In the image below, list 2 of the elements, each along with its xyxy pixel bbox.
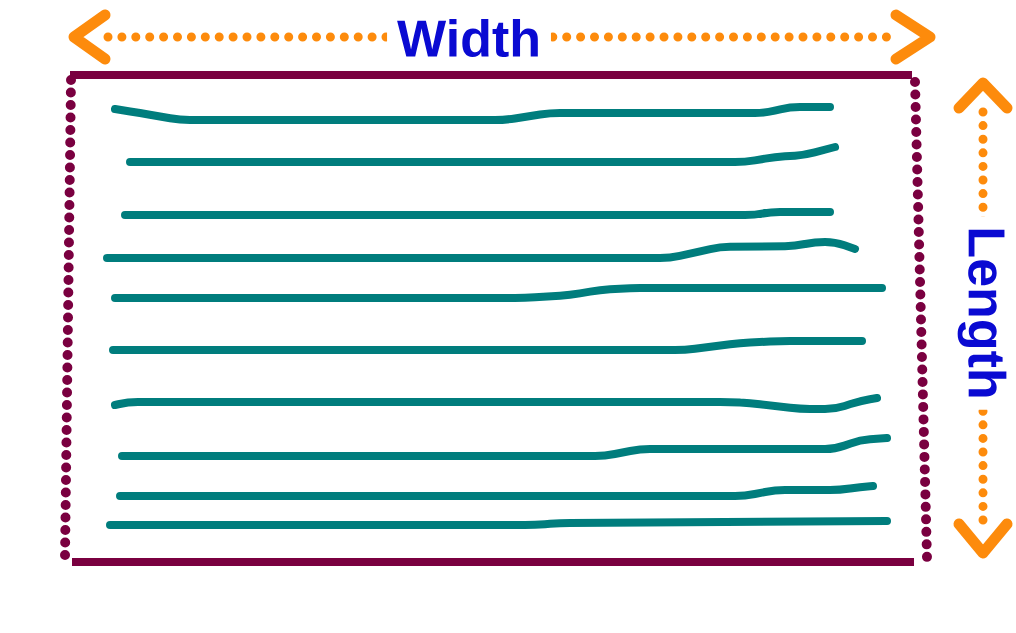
dimension-label: Width (387, 18, 551, 58)
dimension-label: Length (957, 216, 1007, 410)
